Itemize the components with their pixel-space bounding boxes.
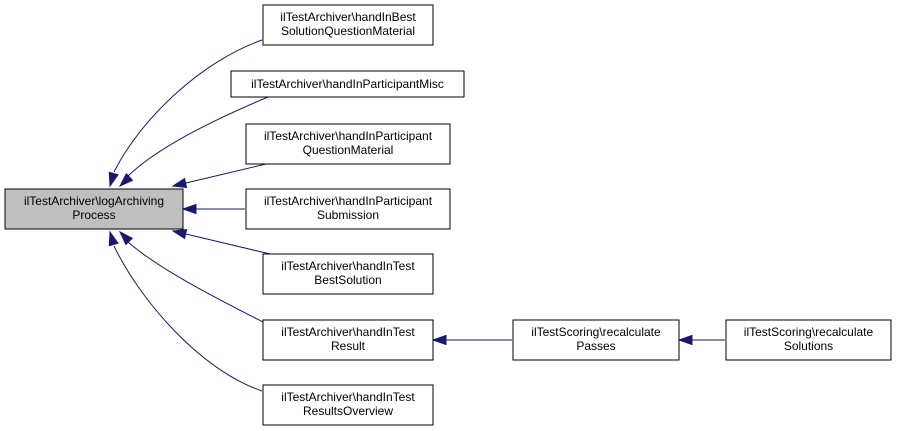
node-label-line: BestSolution: [314, 273, 381, 287]
edge-recalculatePasses-to-handInTestResult: [431, 334, 512, 346]
node-label-line: ilTestArchiver\handInTest: [281, 325, 415, 339]
edge-line: [127, 96, 269, 177]
node-logArchiving[interactable]: ilTestArchiver\logArchiving Process: [4, 188, 184, 230]
edge-handInBestSolutionQuestionMaterial-to-logArchiving: [108, 39, 263, 188]
node-label-line: ilTestArchiver\logArchiving: [24, 194, 164, 208]
node-handInParticipantMisc[interactable]: ilTestArchiver\handInParticipantMisc: [230, 70, 465, 98]
node-label-line: ilTestArchiver\handInTest: [281, 259, 415, 273]
edge-line: [185, 163, 267, 184]
edge-line: [127, 241, 266, 324]
arrowhead: [118, 172, 134, 188]
arrowhead: [108, 230, 119, 247]
node-label-line: QuestionMaterial: [303, 143, 394, 157]
edge-handInParticipantSubmission-to-logArchiving: [181, 203, 245, 215]
edges-layer: [108, 39, 725, 392]
edge-handInTestBestSolution-to-logArchiving: [171, 229, 271, 255]
node-handInTestBestSolution[interactable]: ilTestArchiver\handInTest BestSolution: [262, 253, 434, 295]
edge-handInTestResultsOverview-to-logArchiving: [108, 230, 263, 392]
node-label-line: ilTestArchiver\handInParticipantMisc: [251, 77, 444, 91]
arrowhead: [171, 177, 188, 188]
arrowhead: [677, 334, 693, 346]
node-recalculatePasses[interactable]: ilTestScoring\recalculate Passes: [512, 319, 680, 361]
node-handInBestSolutionQuestionMaterial[interactable]: ilTestArchiver\handInBest SolutionQuesti…: [262, 4, 434, 46]
node-label-line: ilTestArchiver\handInTest: [281, 390, 415, 404]
node-label-line: ilTestArchiver\handInParticipant: [264, 129, 433, 143]
node-label-line: ilTestArchiver\handInParticipant: [264, 194, 433, 208]
arrowhead: [171, 229, 188, 240]
edge-line: [113, 245, 263, 392]
edge-handInParticipantQuestionMaterial-to-logArchiving: [171, 163, 267, 188]
arrowhead: [118, 230, 134, 246]
edge-handInTestResult-to-logArchiving: [118, 230, 266, 324]
edge-line: [113, 39, 263, 173]
node-handInTestResult[interactable]: ilTestArchiver\handInTest Result: [262, 319, 434, 361]
node-label-line: ilTestScoring\recalculate: [744, 325, 874, 339]
node-label-line: Passes: [576, 339, 615, 353]
node-label-line: Submission: [317, 208, 379, 222]
node-label-line: Solutions: [784, 339, 833, 353]
node-handInParticipantQuestionMaterial[interactable]: ilTestArchiver\handInParticipant Questio…: [245, 123, 451, 165]
node-handInTestResultsOverview[interactable]: ilTestArchiver\handInTest ResultsOvervie…: [262, 384, 434, 426]
node-label-line: ilTestArchiver\handInBest: [280, 10, 416, 24]
node-label-line: Process: [72, 208, 115, 222]
arrowhead: [108, 171, 119, 188]
edge-handInParticipantMisc-to-logArchiving: [118, 96, 269, 188]
arrowhead: [431, 334, 447, 346]
node-label-line: ResultsOverview: [303, 404, 393, 418]
arrowhead: [181, 203, 197, 215]
edge-recalculateSolutions-to-recalculatePasses: [677, 334, 725, 346]
node-handInParticipantSubmission[interactable]: ilTestArchiver\handInParticipant Submiss…: [245, 188, 451, 230]
node-label-line: SolutionQuestionMaterial: [281, 24, 415, 38]
node-recalculateSolutions[interactable]: ilTestScoring\recalculate Solutions: [725, 319, 892, 361]
node-label-line: Result: [331, 339, 366, 353]
node-label-line: ilTestScoring\recalculate: [531, 325, 661, 339]
edge-line: [185, 233, 271, 255]
